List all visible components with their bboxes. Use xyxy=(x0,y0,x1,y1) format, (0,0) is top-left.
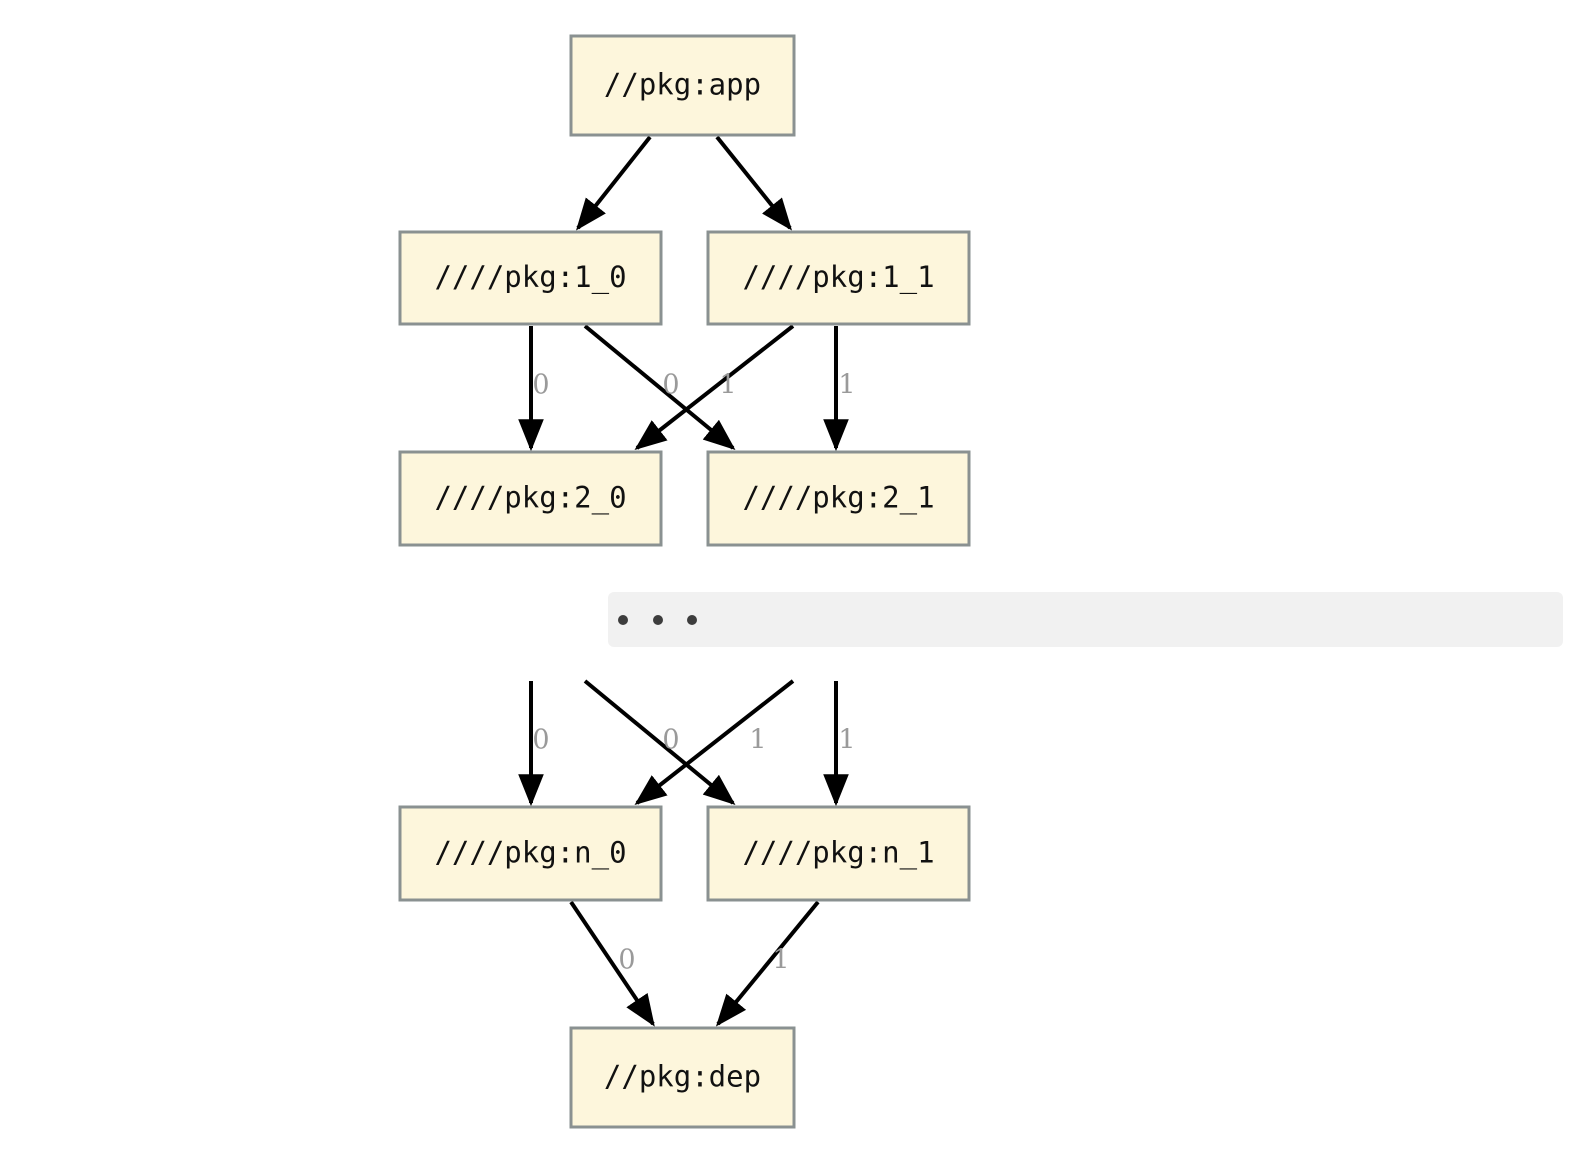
edge-n_0-to-dep: 0 xyxy=(569,900,655,1027)
node-dep[interactable]: //pkg:dep xyxy=(569,1026,796,1129)
nodes-layer: //pkg:app ////pkg:1_0 ////pkg:1_1 ////pk… xyxy=(398,34,971,1129)
edge-1_1-to-2_0: 1 xyxy=(634,324,795,450)
truncation-indicator xyxy=(608,592,1563,647)
edge-line xyxy=(569,900,655,1027)
node-box[interactable] xyxy=(398,805,663,902)
node-label: ////pkg:n_0 xyxy=(434,836,626,871)
edge-1_1-to-2_1: 1 xyxy=(823,326,856,452)
node-box[interactable] xyxy=(569,1026,796,1129)
edge-label: 1 xyxy=(772,945,789,976)
edge-label: 0 xyxy=(662,370,679,401)
node-box[interactable] xyxy=(706,805,971,902)
edge-line xyxy=(634,324,795,450)
edge-label: 0 xyxy=(662,725,679,756)
node-app[interactable]: //pkg:app xyxy=(569,34,796,137)
edge-label: 0 xyxy=(618,945,635,976)
edge-line xyxy=(715,900,820,1027)
edge-line xyxy=(634,679,795,805)
node-pkg-2_1[interactable]: ////pkg:2_1 xyxy=(706,450,971,547)
node-pkg-1_1[interactable]: ////pkg:1_1 xyxy=(706,230,971,326)
node-pkg-n_1[interactable]: ////pkg:n_1 xyxy=(706,805,971,902)
edge-line xyxy=(576,135,652,231)
edge-hidden-to-n_1: 0 xyxy=(583,679,736,806)
node-label: ////pkg:n_1 xyxy=(742,836,934,871)
node-label: ////pkg:2_1 xyxy=(742,481,934,516)
edge-label: 1 xyxy=(719,370,736,401)
node-pkg-2_0[interactable]: ////pkg:2_0 xyxy=(398,450,663,547)
node-box[interactable] xyxy=(706,230,971,326)
node-box[interactable] xyxy=(706,450,971,547)
edge-label: 0 xyxy=(532,370,549,401)
node-pkg-1_0[interactable]: ////pkg:1_0 xyxy=(398,230,663,326)
edge-label: 1 xyxy=(838,725,855,756)
truncation-band xyxy=(608,592,1563,647)
edge-line xyxy=(583,679,736,806)
edge-line xyxy=(583,324,736,451)
edges-layer: 0 0 1 1 0 0 1 xyxy=(518,135,856,1027)
edge-app-to-1_0 xyxy=(576,135,652,231)
edge-label: 1 xyxy=(749,725,766,756)
node-label: //pkg:dep xyxy=(604,1060,761,1094)
node-box[interactable] xyxy=(569,34,796,137)
ellipsis-dot xyxy=(653,615,663,625)
edge-hidden-b-to-n_1: 1 xyxy=(823,681,856,807)
edge-label: 1 xyxy=(838,370,855,401)
edge-hidden-to-n_0: 0 xyxy=(518,681,550,807)
ellipsis-dot xyxy=(618,615,628,625)
node-label: ////pkg:2_0 xyxy=(434,481,626,516)
edge-n_1-to-dep: 1 xyxy=(715,900,820,1027)
edge-hidden-b-to-n_0: 1 xyxy=(634,679,795,805)
node-box[interactable] xyxy=(398,450,663,547)
edge-line xyxy=(715,135,793,231)
node-pkg-n_0[interactable]: ////pkg:n_0 xyxy=(398,805,663,902)
ellipsis-dot xyxy=(687,615,697,625)
node-label: ////pkg:1_1 xyxy=(742,260,934,295)
node-box[interactable] xyxy=(398,230,663,326)
node-label: ////pkg:1_0 xyxy=(434,260,626,295)
edge-label: 0 xyxy=(532,725,549,756)
node-label: //pkg:app xyxy=(604,68,761,102)
edge-1_0-to-2_0: 0 xyxy=(518,326,550,452)
edge-1_0-to-2_1: 0 xyxy=(583,324,736,451)
edge-app-to-1_1 xyxy=(715,135,793,231)
